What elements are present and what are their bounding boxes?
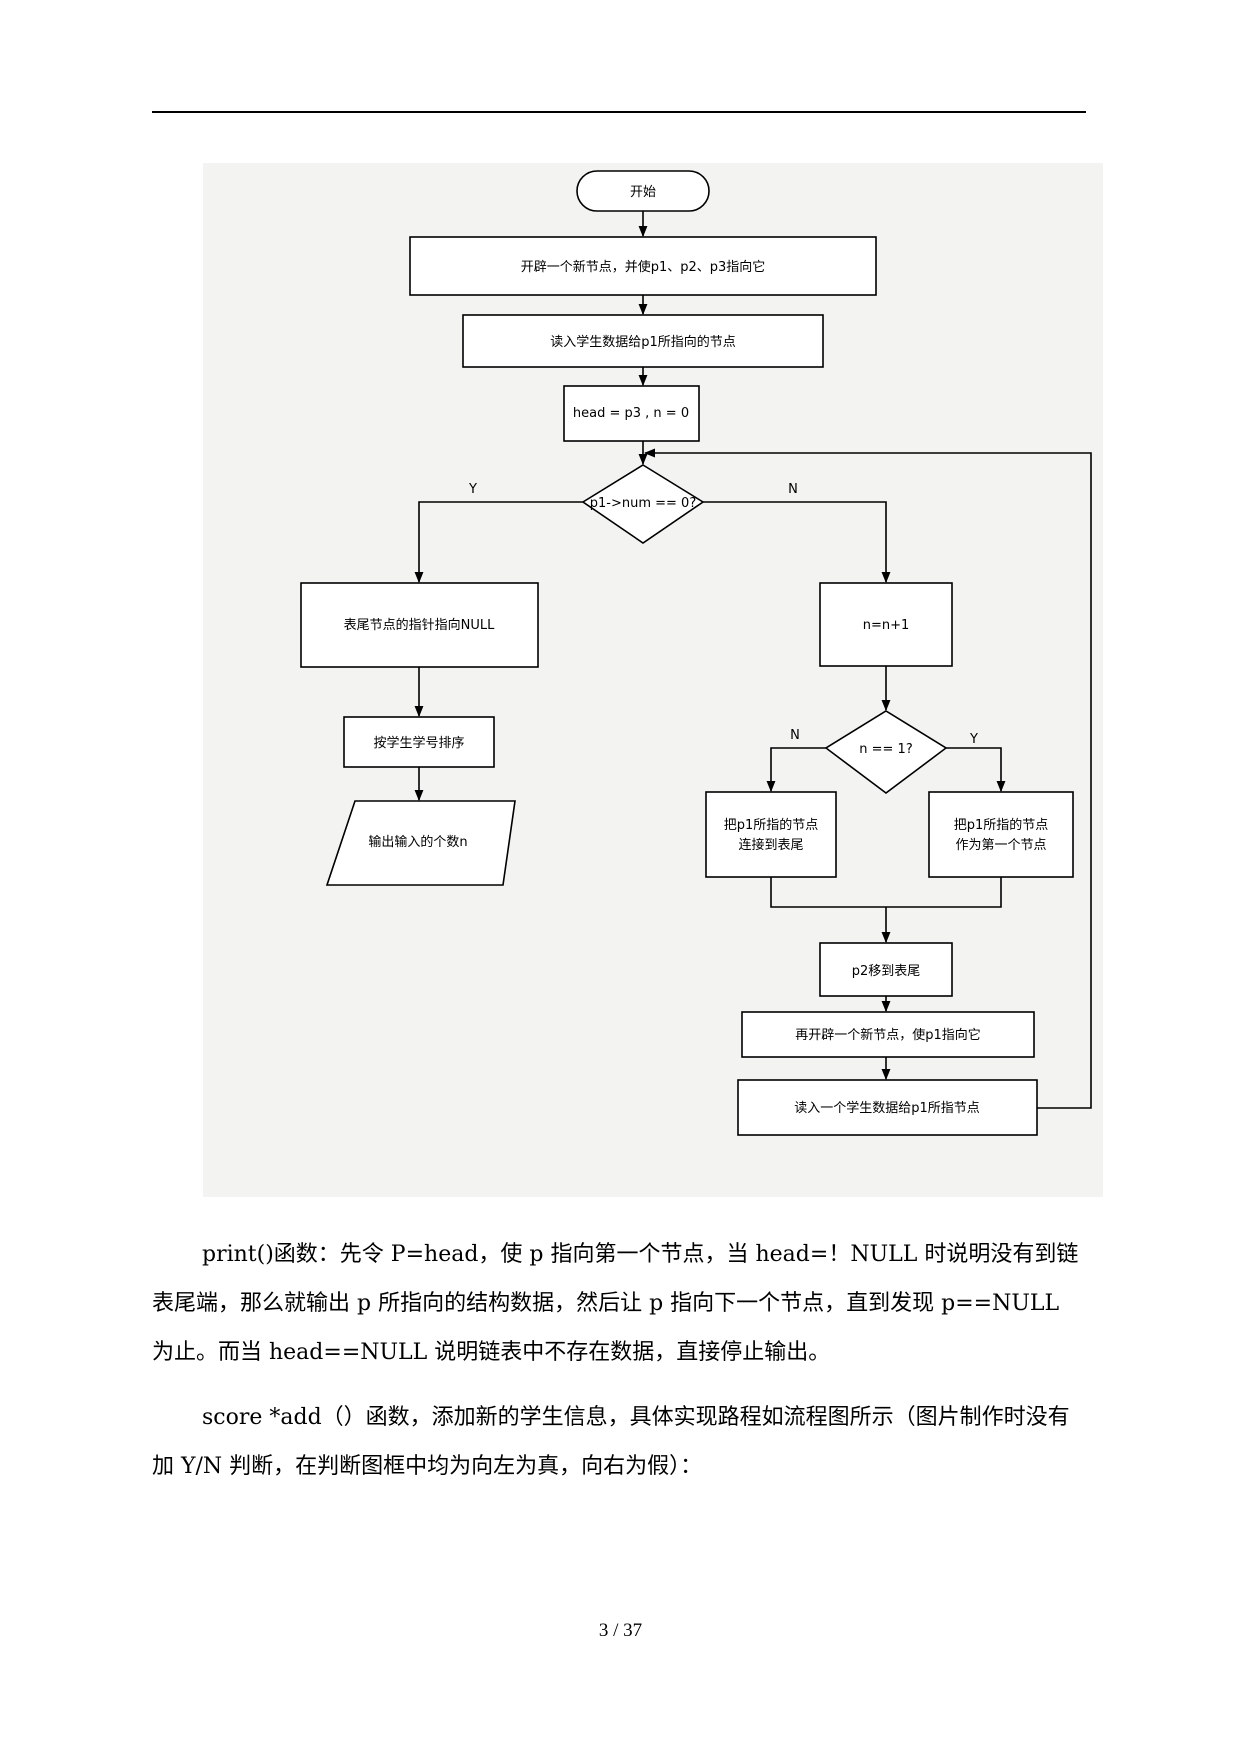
arrow-n-yes: [946, 747, 1006, 793]
first-node-box: [928, 791, 1074, 878]
output-label: 输出输入的个数n: [368, 834, 467, 850]
alloc-node-box: [409, 236, 877, 296]
output-count-io: [325, 800, 516, 886]
arrow-decision-yes: [414, 501, 583, 584]
header-rule: [152, 111, 1086, 113]
page-number: 3 / 37: [598, 1620, 643, 1641]
arrow-n-no: [766, 747, 826, 793]
read-again-box: [737, 1079, 1038, 1136]
first-node-label-1: 把p1所指的节点: [954, 817, 1049, 833]
loop-back-arrow: [643, 448, 1092, 1109]
move-p2-label: p2移到表尾: [852, 964, 921, 979]
first-node-label-2: 作为第一个节点: [955, 838, 1046, 853]
decision-n-one: [824, 710, 948, 794]
arrow-decision-no: [703, 501, 891, 584]
start-label: 开始: [630, 185, 656, 200]
read-again-label: 读入一个学生数据给p1所指节点: [794, 1100, 980, 1116]
print-function-text: print()函数：先令 P=head，使 p 指向第一个节点，当 head=！…: [152, 1242, 1079, 1365]
init-label: head = p3 , n = 0: [573, 406, 689, 421]
sort-label: 按学生学号排序: [373, 735, 464, 751]
alloc-label: 开辟一个新节点，并使p1、p2、p3指向它: [521, 259, 766, 275]
increment-label: n=n+1: [863, 618, 910, 633]
no-label-right: N: [788, 482, 798, 497]
tail-null-label: 表尾节点的指针指向NULL: [344, 617, 495, 633]
merge-line: [770, 877, 1002, 908]
yes-label-right: Y: [969, 732, 978, 747]
decision-num-label: p1->num == 0?: [590, 496, 696, 511]
link-tail-box: [705, 791, 837, 878]
no-label-left: N: [790, 728, 800, 743]
alloc-again-box: [741, 1011, 1035, 1058]
decision-num-zero: [581, 464, 705, 544]
yes-label-left: Y: [468, 482, 477, 497]
print-function-paragraph: print()函数：先令 P=head，使 p 指向第一个节点，当 head=！…: [152, 1230, 1086, 1377]
alloc-again-label: 再开辟一个新节点，使p1指向它: [795, 1027, 981, 1043]
init-head-box: [563, 385, 700, 442]
decision-n-label: n == 1?: [859, 742, 912, 757]
add-function-paragraph: score *add（）函数，添加新的学生信息，具体实现路程如流程图所示（图片制…: [152, 1393, 1086, 1491]
move-p2-box: [819, 942, 953, 997]
add-flowchart-figure: 开始 开辟一个新节点，并使p1、p2、p3指向它 读入学生数据给p1所指向的节点…: [203, 163, 1103, 1197]
read-label: 读入学生数据给p1所指向的节点: [550, 334, 736, 350]
add-function-text: score *add（）函数，添加新的学生信息，具体实现路程如流程图所示（图片制…: [152, 1405, 1070, 1479]
link-tail-label-2: 连接到表尾: [738, 837, 803, 853]
link-tail-label-1: 把p1所指的节点: [724, 817, 819, 833]
flowchart-svg: 开始 开辟一个新节点，并使p1、p2、p3指向它 读入学生数据给p1所指向的节点…: [300, 170, 1092, 1136]
